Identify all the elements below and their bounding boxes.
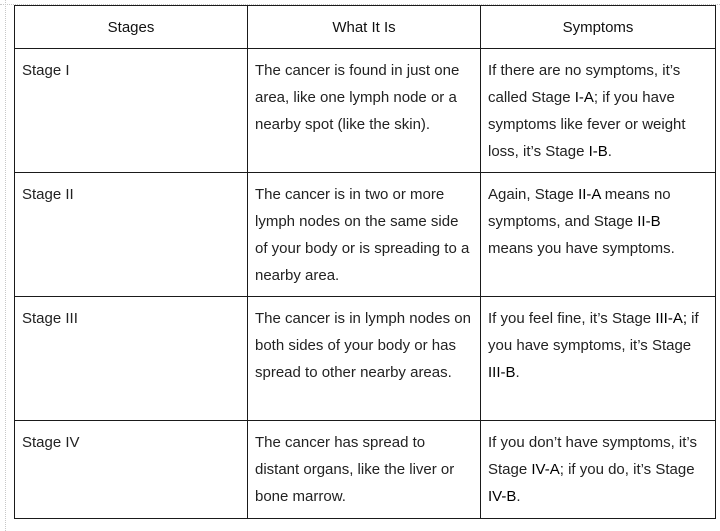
stage-cell: Stage I: [14, 48, 248, 173]
header-stages: Stages: [14, 5, 248, 49]
symptoms-text: If you feel fine, it’s Stage: [488, 310, 656, 327]
symptoms-text: .: [607, 143, 612, 160]
symptoms-cell: Again, Stage II-A means no symptoms, and…: [480, 172, 716, 297]
stage-cell: Stage IV: [14, 420, 248, 519]
symptoms-text: if you have symptoms, it’s Stage: [488, 310, 699, 354]
symptoms-text: means you have symptoms.: [488, 240, 675, 257]
substage-label: II-B: [637, 213, 661, 230]
lymphoma-stages-table: Stages What It Is Symptoms Stage I The c…: [14, 5, 716, 519]
symptoms-text: ; if you do, it’s Stage: [559, 461, 695, 478]
stage-cell: Stage II: [14, 172, 248, 297]
symptoms-cell: If you feel fine, it’s Stage III-A; if y…: [480, 296, 716, 421]
what-it-is-cell: The cancer is found in just one area, li…: [247, 48, 481, 173]
header-what-it-is: What It Is: [247, 5, 481, 49]
what-it-is-cell: The cancer is in two or more lymph nodes…: [247, 172, 481, 297]
substage-label: III-A;: [655, 310, 687, 327]
symptoms-cell: If there are no symptoms, it’s called St…: [480, 48, 716, 173]
table-row: Stage IV The cancer has spread to distan…: [14, 420, 716, 519]
table-row: Stage I The cancer is found in just one …: [14, 48, 716, 173]
symptoms-cell: If you don’t have symptoms, it’s Stage I…: [480, 420, 716, 519]
symptoms-text: means no symptoms, and Stage: [488, 186, 671, 230]
table-row: Stage III The cancer is in lymph nodes o…: [14, 296, 716, 421]
symptoms-text: If you don’t have symptoms, it’s Stage: [488, 434, 697, 478]
table-header-row: Stages What It Is Symptoms: [14, 5, 716, 49]
substage-label: I-B: [588, 143, 608, 160]
page-guide-left: [5, 0, 6, 531]
substage-label: III-B: [488, 364, 516, 381]
substage-label: IV-B: [488, 488, 517, 505]
stage-cell: Stage III: [14, 296, 248, 421]
symptoms-text: If there are no symptoms, it’s called St…: [488, 62, 681, 106]
substage-label: IV-A: [531, 461, 560, 478]
substage-label: I-A: [574, 89, 594, 106]
substage-label: II-A: [578, 186, 601, 203]
symptoms-text: ; if you have symptoms like fever or wei…: [488, 89, 686, 160]
symptoms-text: .: [515, 364, 520, 381]
symptoms-text: Again, Stage: [488, 186, 579, 203]
page-guide-top: [0, 4, 720, 5]
table-row: Stage II The cancer is in two or more ly…: [14, 172, 716, 297]
what-it-is-cell: The cancer has spread to distant organs,…: [247, 420, 481, 519]
what-it-is-cell: The cancer is in lymph nodes on both sid…: [247, 296, 481, 421]
symptoms-text: .: [516, 488, 521, 505]
header-symptoms: Symptoms: [480, 5, 716, 49]
